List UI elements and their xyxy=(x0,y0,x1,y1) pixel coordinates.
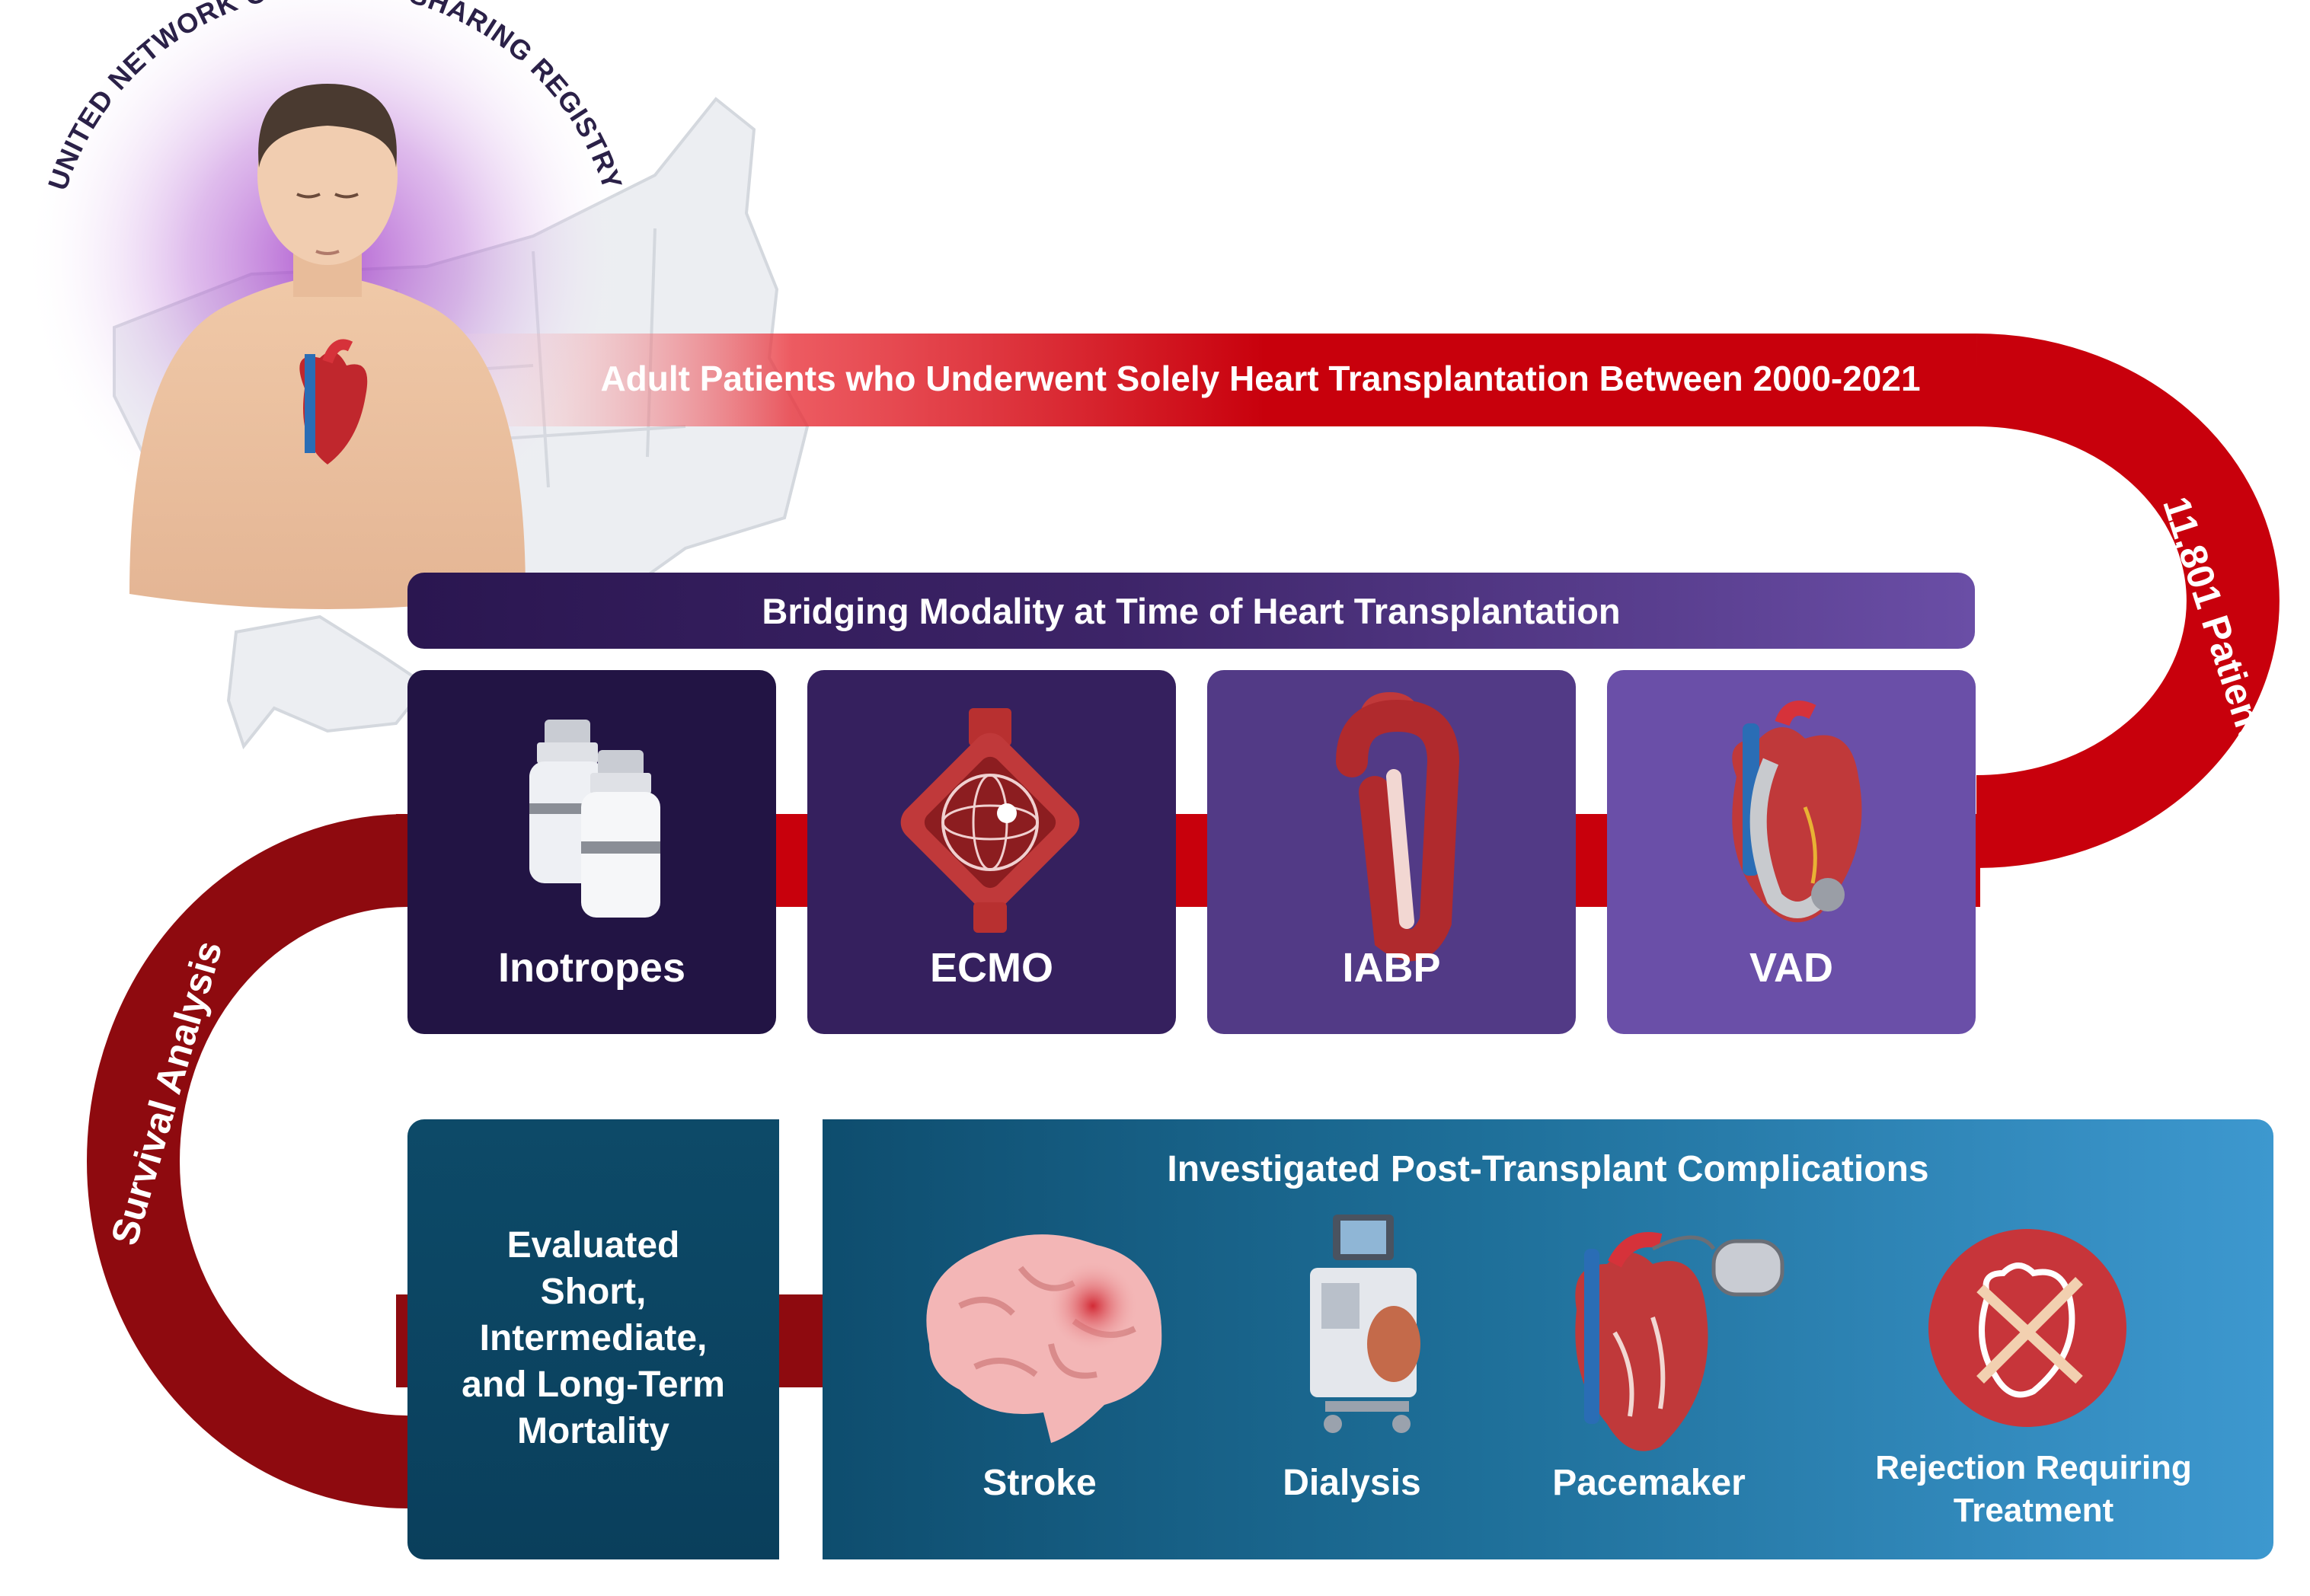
mortality-box xyxy=(407,1119,779,1559)
mortality-line: Mortality xyxy=(516,1411,669,1451)
card-ecmo: ECMO xyxy=(807,670,1176,1034)
complication-label-rejection: Rejection Requiring Treatment xyxy=(1843,1447,2224,1532)
mortality-text: Evaluated Short, Intermediate, and Long-… xyxy=(407,1222,779,1454)
card-label: Inotropes xyxy=(497,945,685,991)
card-vad: VAD xyxy=(1607,670,1976,1034)
banner-title: Adult Patients who Underwent Solely Hear… xyxy=(600,359,1921,398)
complication-label-stroke: Stroke xyxy=(982,1463,1097,1503)
complication-label-pacemaker: Pacemaker xyxy=(1552,1463,1746,1503)
card-label: ECMO xyxy=(930,945,1053,991)
bridging-modality-header: Bridging Modality at Time of Heart Trans… xyxy=(407,573,1975,649)
mortality-line: and Long-Term xyxy=(462,1365,725,1405)
mortality-line: Intermediate, xyxy=(479,1318,708,1358)
complication-label-dialysis: Dialysis xyxy=(1283,1463,1421,1503)
mortality-line: Evaluated xyxy=(506,1225,680,1266)
pacemaker-heart-icon xyxy=(1575,1232,1784,1451)
card-inotropes: Inotropes xyxy=(407,670,776,1034)
card-label: IABP xyxy=(1342,945,1441,991)
mortality-line: Short, xyxy=(540,1272,647,1312)
rejection-line-2: Treatment xyxy=(1953,1492,2114,1529)
vial-icon xyxy=(529,720,660,918)
aorta-balloon-icon xyxy=(1336,691,1460,962)
chest-heart-icon xyxy=(299,339,368,464)
card-label: VAD xyxy=(1749,945,1833,991)
ecmo-device-icon xyxy=(900,708,1080,933)
rejection-line-1: Rejection Requiring xyxy=(1875,1449,2192,1486)
card-iabp: IABP xyxy=(1207,670,1576,1034)
rejected-heart-icon xyxy=(1928,1229,2126,1427)
complications-title: Investigated Post-Transplant Complicatio… xyxy=(1167,1149,1929,1189)
brain-icon xyxy=(926,1234,1162,1443)
heart-pump-icon xyxy=(1732,701,1862,923)
dialysis-machine-icon xyxy=(1310,1215,1420,1433)
